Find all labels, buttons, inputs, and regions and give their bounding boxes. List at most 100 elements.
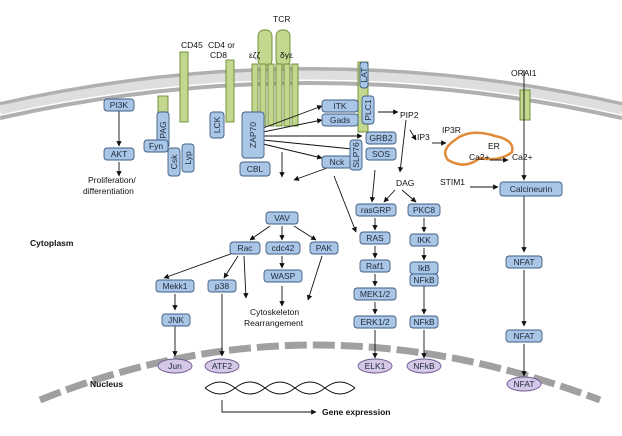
node-label: ITK	[333, 101, 347, 111]
dag-label: DAG	[396, 178, 414, 188]
node-label: Raf1	[366, 261, 384, 271]
nucleus-label: Nucleus	[90, 379, 123, 389]
nuclear-factors: Jun ATF2 ELK1 NFkB NFAT	[157, 358, 542, 392]
nuclear-nfat: NFAT	[506, 376, 542, 392]
node-itk: ITK	[321, 99, 359, 113]
node-gads: Gads	[321, 113, 359, 127]
node-lat: LAT	[359, 61, 369, 89]
nuclear-label: Jun	[168, 361, 182, 371]
nuclear-elk1: ELK1	[357, 358, 393, 374]
orai1-channel-icon	[519, 89, 531, 121]
node-rasgrp: rasGRP	[355, 203, 397, 217]
node-p38: p38	[207, 279, 237, 293]
node-vav: VAV	[265, 211, 299, 225]
node-nfkb-2: NFkB	[409, 315, 439, 329]
node-label: NFkB	[413, 317, 435, 327]
node-plc1: PLC1	[361, 95, 375, 125]
node-label: Fyn	[149, 141, 163, 151]
node-slp76: SLP76	[349, 139, 363, 171]
nuclear-atf2: ATF2	[204, 358, 240, 374]
node-label: SLP76	[351, 142, 361, 168]
node-label: PLC1	[363, 99, 373, 121]
rearrangement-label: Rearrangement	[244, 318, 304, 328]
node-lyp: Lyp	[181, 143, 195, 173]
node-label: PAG	[158, 121, 168, 138]
cd4-cd8-receptor-icon	[225, 59, 235, 123]
node-label: RAS	[366, 233, 384, 243]
node-grb2: GRB2	[365, 131, 397, 145]
node-cbl: CBL	[239, 161, 271, 177]
node-label: VAV	[274, 213, 290, 223]
node-label: Nck	[330, 157, 345, 167]
node-label: IKK	[417, 235, 431, 245]
ip3r-label: IP3R	[442, 125, 461, 135]
node-label: ZAP70	[248, 122, 258, 148]
ca-er-label: Ca2+	[469, 152, 490, 162]
differentiation-label: differentiation	[83, 186, 134, 196]
cd45-label: CD45	[181, 40, 203, 50]
node-raf1: Raf1	[359, 259, 391, 273]
node-jnk: JNK	[161, 313, 191, 327]
er-icon	[443, 131, 514, 166]
node-sos: SOS	[365, 147, 397, 161]
node-zap70: ZAP70	[241, 111, 265, 159]
node-lck: LCK	[209, 111, 225, 139]
nuclear-nfkb: NFkB	[406, 358, 442, 374]
node-pi3k: PI3K	[103, 98, 135, 112]
chain-label-left: εζζ	[249, 50, 261, 60]
node-erk1-2: ERK1/2	[353, 315, 397, 329]
nuclear-label: ATF2	[212, 361, 232, 371]
node-label: IkB	[418, 263, 431, 273]
proliferation-label: Proliferation/	[88, 175, 136, 185]
node-csk: Csk	[167, 147, 181, 177]
node-calcineurin: Calcineurin	[499, 181, 563, 197]
node-label: PKC8	[413, 205, 435, 215]
cd4-label: CD4 or	[208, 40, 235, 50]
cytoplasm-label: Cytoplasm	[30, 238, 74, 248]
node-ras: RAS	[359, 231, 391, 245]
er-label: ER	[488, 141, 500, 151]
node-cdc42: cdc42	[265, 241, 301, 255]
cytoskeleton-label: Cytoskeleton	[250, 307, 299, 317]
dna-helix-icon	[204, 381, 356, 395]
ip3-label: IP3	[417, 132, 430, 142]
nuclear-label: NFkB	[413, 361, 435, 371]
arrows	[116, 70, 527, 415]
node-nck: Nck	[321, 155, 353, 169]
node-label: Csk	[169, 154, 179, 169]
node-label: PAK	[316, 243, 333, 253]
node-label: LCK	[212, 116, 222, 133]
node-rac: Rac	[229, 241, 261, 255]
node-label: NFAT	[513, 257, 534, 267]
nuclear-jun: Jun	[157, 358, 193, 374]
node-label: rasGRP	[361, 205, 392, 215]
node-label: AKT	[111, 149, 128, 159]
cd8-label: CD8	[210, 50, 227, 60]
node-ikb: IkB	[409, 261, 439, 275]
cell-membrane	[0, 67, 622, 120]
node-label: PI3K	[110, 100, 129, 110]
node-label: Gads	[330, 115, 350, 125]
node-label: WASP	[271, 271, 296, 281]
ca-cyto-label: Ca2+	[512, 152, 533, 162]
node-mekk1: Mekk1	[155, 279, 195, 293]
node-akt: AKT	[103, 147, 135, 161]
stim1-label: STIM1	[440, 177, 465, 187]
node-label: Mekk1	[162, 281, 187, 291]
node-label: Rac	[237, 243, 253, 253]
node-label: JNK	[168, 315, 184, 325]
node-nfkb: NFkB	[409, 273, 439, 287]
node-wasp: WASP	[263, 269, 303, 283]
node-ikk: IKK	[409, 233, 439, 247]
node-label: cdc42	[272, 243, 295, 253]
pip2-label: PIP2	[400, 110, 419, 120]
node-label: LAT	[359, 68, 369, 83]
node-nfat: NFAT	[505, 255, 543, 269]
nuclear-envelope	[38, 341, 602, 404]
node-mek1-2: MEK1/2	[353, 287, 397, 301]
gene-expression-label: Gene expression	[322, 407, 391, 417]
nuclear-label: ELK1	[365, 361, 386, 371]
node-label: GRB2	[369, 133, 392, 143]
